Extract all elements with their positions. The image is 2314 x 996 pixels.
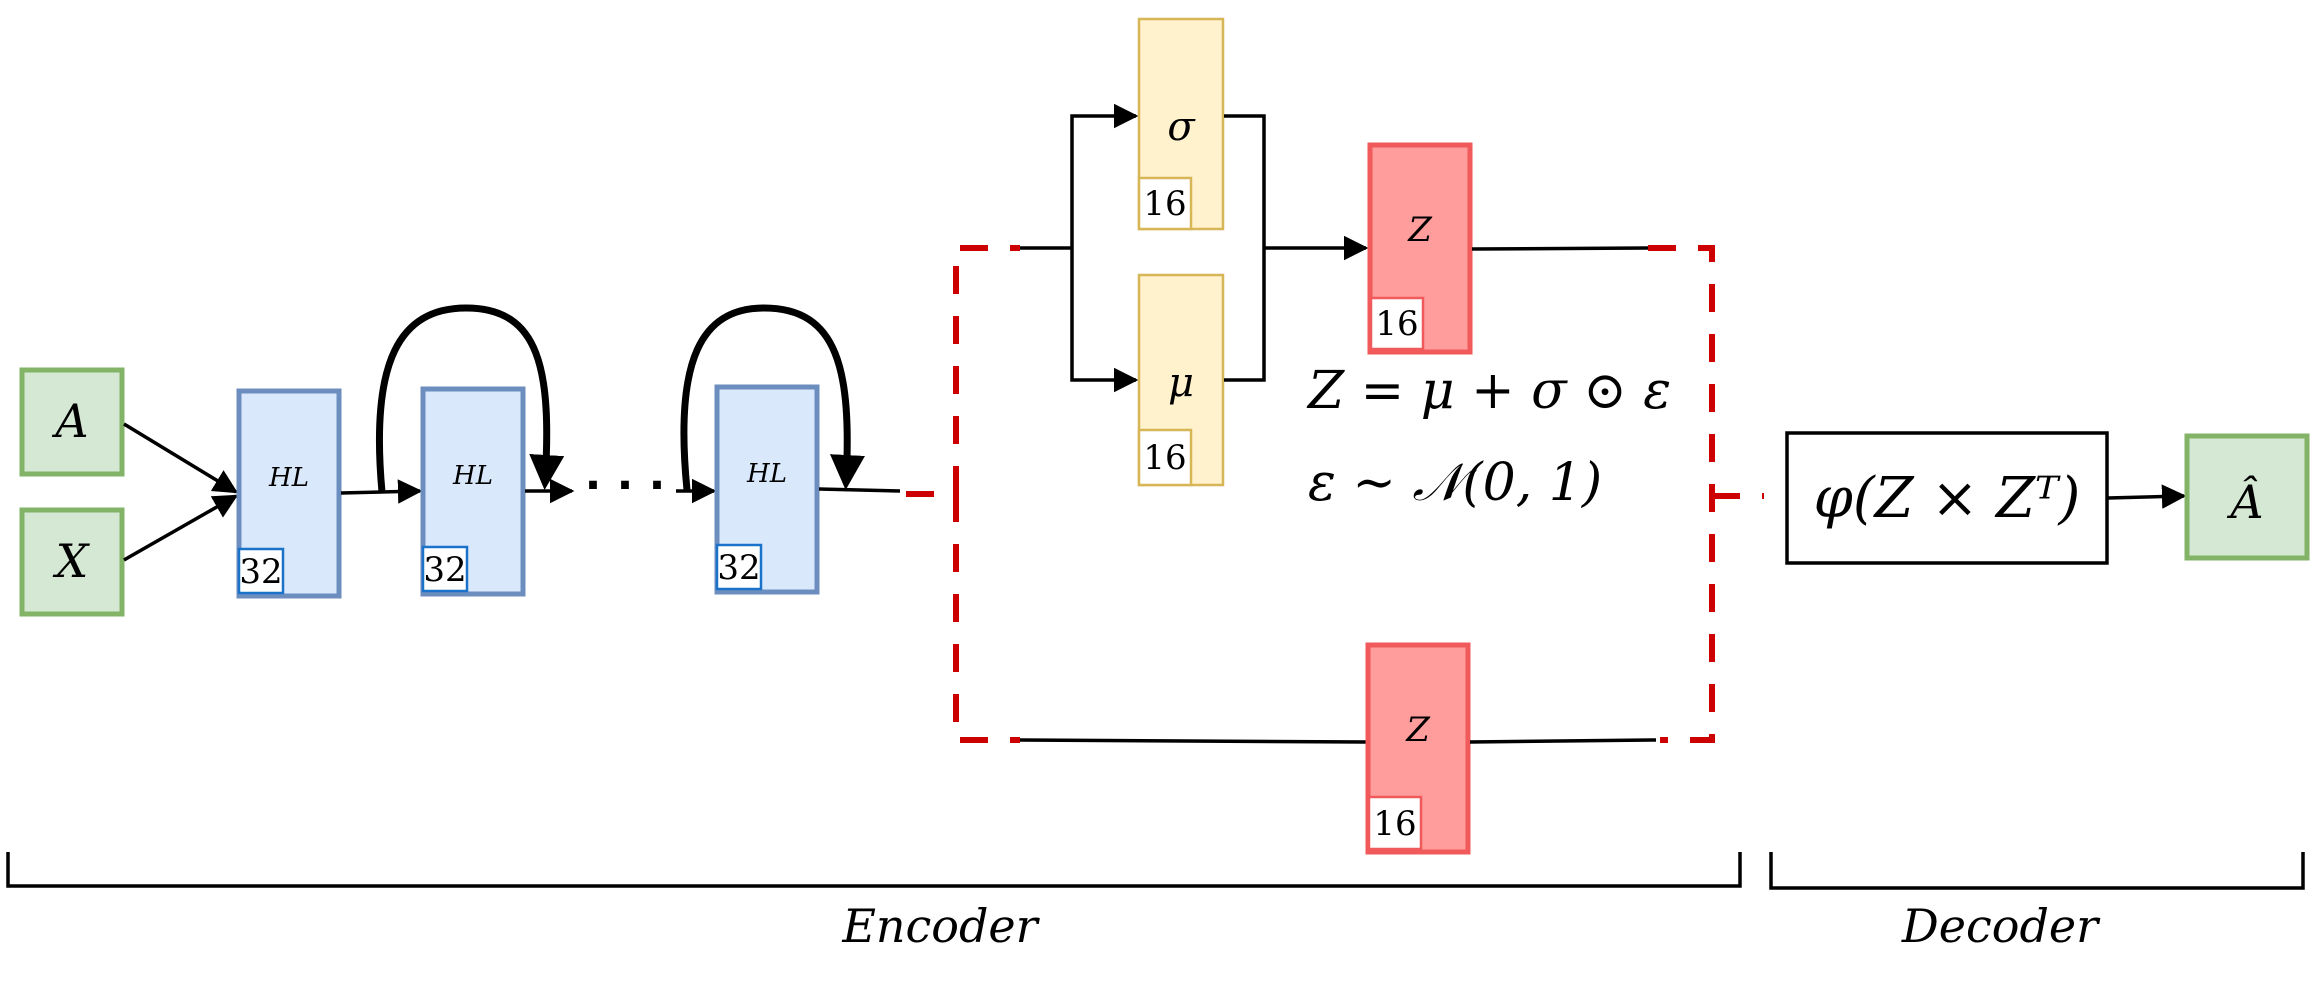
ellipsis-dots: · · · [585, 460, 666, 511]
line-hl3-out [818, 487, 901, 493]
decoder-function-label: φ(Z × Zᵀ) [1814, 466, 2081, 531]
hidden-layer-3-label: HL [746, 459, 787, 489]
arrow-a-to-hl1 [123, 422, 239, 494]
encoder-bracket [6, 852, 1742, 888]
mu-label: μ [1168, 360, 1194, 406]
hidden-layer-2-label: HL [452, 461, 493, 491]
arrow-x-to-hl1 [123, 494, 239, 562]
sigma-dim: 16 [1143, 184, 1186, 224]
noise-distribution-equation: ε ∼ 𝒩(0, 1) [1308, 453, 1602, 513]
skip-connection-1 [375, 304, 565, 493]
mu-node: μ 16 [1137, 273, 1225, 487]
line-mu-merge [1224, 248, 1266, 382]
output-node-a-hat: Â [2184, 433, 2310, 561]
line-sigma-merge [1224, 114, 1266, 248]
arrow-to-sigma [1070, 103, 1139, 248]
sigma-node: σ 16 [1137, 17, 1225, 231]
sigma-label: σ [1167, 104, 1196, 150]
hidden-layer-1-dim: 32 [239, 552, 282, 592]
skip-connection-2 [680, 304, 865, 491]
z-sampled-label: Z [1407, 210, 1433, 250]
decoder-bracket [1769, 852, 2305, 890]
input-node-x: X [19, 507, 125, 617]
line-z-sampled-out [1471, 246, 1649, 251]
z-sampled-dim: 16 [1375, 304, 1418, 344]
output-a-hat-label: Â [2226, 474, 2263, 529]
hidden-layer-3-dim: 32 [717, 548, 760, 588]
dashed-branch-lower [953, 494, 1020, 743]
line-z-deterministic-out [1469, 738, 1657, 744]
input-node-a: A [19, 367, 125, 477]
input-a-label: A [51, 394, 88, 448]
dashed-merge [1648, 245, 1715, 743]
arrow-to-mu [1070, 248, 1139, 393]
encoder-section-label: Encoder [841, 899, 1040, 953]
hidden-layer-1-label: HL [268, 463, 309, 493]
decoder-function-box: φ(Z × Zᵀ) [1785, 431, 2109, 565]
z-deterministic-dim: 16 [1373, 804, 1416, 844]
hidden-layer-3: HL 32 [714, 384, 820, 595]
hidden-layer-2-dim: 32 [423, 550, 466, 590]
reparameterization-equation: Z = μ + σ ⊙ ε [1306, 361, 1671, 421]
hidden-layer-1: HL 32 [236, 388, 342, 599]
input-x-label: X [53, 534, 91, 588]
z-deterministic-node: Z 16 [1365, 642, 1471, 855]
mu-dim: 16 [1143, 438, 1186, 478]
z-deterministic-label: Z [1405, 710, 1431, 750]
arrow-decoder-to-output [2107, 484, 2187, 509]
hidden-layer-2: HL 32 [420, 386, 526, 597]
dashed-branch-upper [953, 245, 1020, 494]
decoder-section-label: Decoder [1901, 899, 2101, 953]
z-sampled-node: Z 16 [1367, 142, 1473, 355]
line-to-z-deterministic [1019, 738, 1367, 744]
